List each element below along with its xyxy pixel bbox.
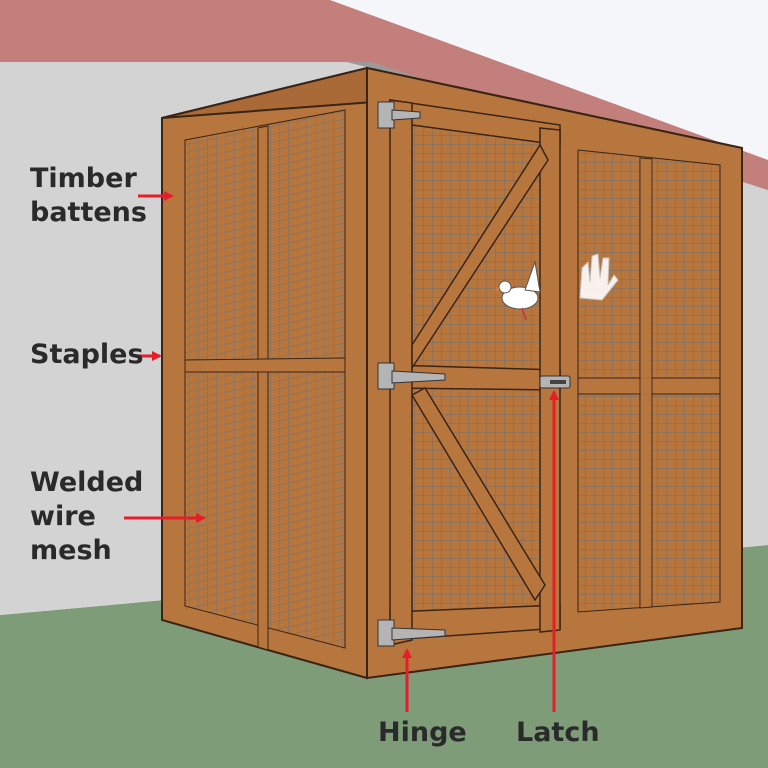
door-brace-upper xyxy=(411,143,549,371)
label-welded-wire-mesh: Welded wire mesh xyxy=(30,467,144,566)
label-latch: Latch xyxy=(516,717,600,748)
left-middle-batten xyxy=(257,125,269,651)
label-staples: Staples xyxy=(30,339,144,370)
roof xyxy=(0,0,768,190)
label-timber-battens: Timber battens xyxy=(30,163,147,228)
hand-icon xyxy=(579,253,619,301)
hinge-top-icon xyxy=(377,101,421,129)
left-horizontal-batten xyxy=(184,357,346,373)
dove-icon xyxy=(494,260,541,321)
right-vertical-batten xyxy=(639,157,653,609)
latch-icon xyxy=(539,375,571,389)
label-hinge: Hinge xyxy=(378,717,467,748)
hinge-middle-icon xyxy=(377,362,446,390)
door-brace-lower xyxy=(410,387,546,602)
hinge-bottom-icon xyxy=(377,619,446,647)
